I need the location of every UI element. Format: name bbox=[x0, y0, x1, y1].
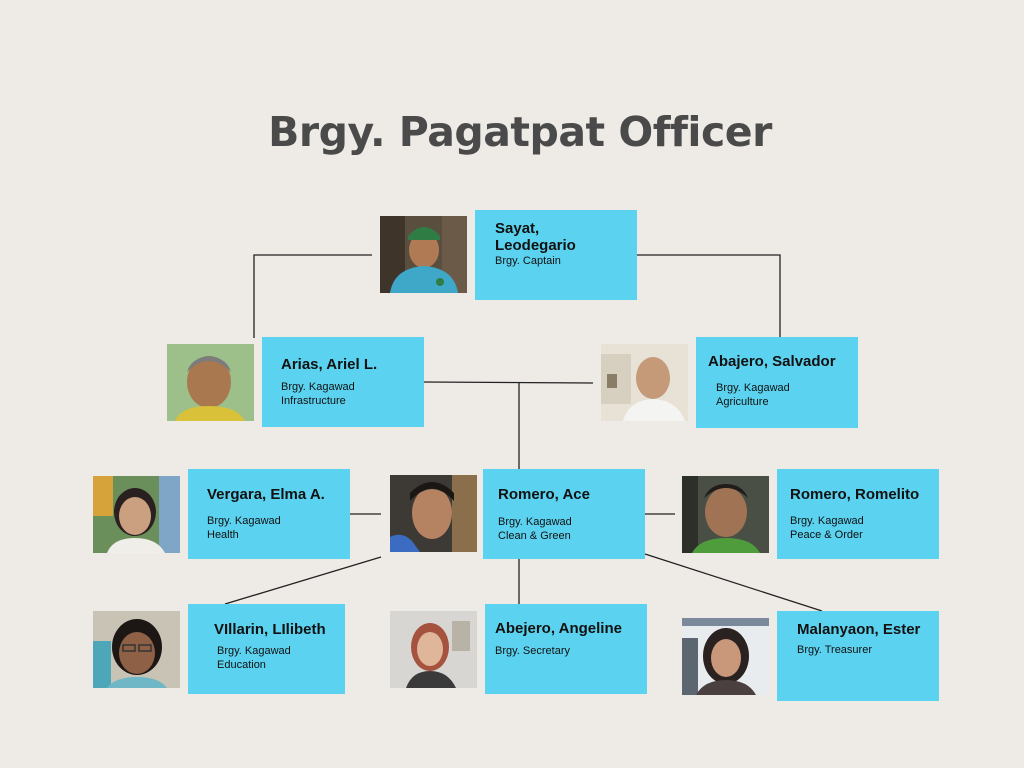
photo-ace-icon bbox=[390, 475, 477, 552]
connector-captain-right bbox=[637, 254, 781, 338]
photo-angeline-icon bbox=[390, 611, 477, 688]
connector-captain-left bbox=[253, 254, 372, 338]
chart-title: Brgy. Pagatpat Officer bbox=[268, 108, 772, 156]
avatar-ester bbox=[682, 618, 769, 695]
avatar-angeline bbox=[390, 611, 477, 688]
officer-role: Brgy. Kagawad Agriculture bbox=[716, 382, 790, 408]
officer-role: Brgy. Captain bbox=[495, 255, 561, 267]
officer-card-arias: Arias, Ariel L. Brgy. Kagawad Infrastruc… bbox=[262, 337, 424, 427]
avatar-arias bbox=[167, 344, 254, 421]
photo-vergara-icon bbox=[93, 476, 180, 553]
officer-name: Vergara, Elma A. bbox=[207, 486, 325, 503]
officer-name: Malanyaon, Ester bbox=[797, 621, 921, 638]
officer-name: VIllarin, LIlibeth bbox=[214, 621, 326, 638]
officer-role: Brgy. Secretary bbox=[495, 645, 570, 657]
avatar-captain bbox=[380, 216, 467, 293]
officer-card-villarin: VIllarin, LIlibeth Brgy. Kagawad Educati… bbox=[188, 604, 345, 694]
avatar-ace bbox=[390, 475, 477, 552]
officer-card-romelito: Romero, Romelito Brgy. Kagawad Peace & O… bbox=[777, 469, 939, 559]
officer-name: Romero, Ace bbox=[498, 486, 590, 503]
officer-card-vergara: Vergara, Elma A. Brgy. Kagawad Health bbox=[188, 469, 350, 559]
officer-role: Brgy. Kagawad Clean & Green bbox=[498, 516, 572, 542]
photo-villarin-icon bbox=[93, 611, 180, 688]
officer-name: Romero, Romelito bbox=[790, 486, 920, 503]
officer-role: Brgy. Kagawad Education bbox=[217, 645, 291, 671]
officer-card-ace: Romero, Ace Brgy. Kagawad Clean & Green bbox=[483, 469, 645, 559]
officer-name: Abejero, Angeline bbox=[495, 620, 622, 637]
officer-role: Brgy. Kagawad Peace & Order bbox=[790, 515, 864, 541]
officer-role: Brgy. Kagawad Infrastructure bbox=[281, 381, 355, 407]
avatar-villarin bbox=[93, 611, 180, 688]
photo-ester-icon bbox=[682, 618, 769, 695]
avatar-vergara bbox=[93, 476, 180, 553]
avatar-romelito bbox=[682, 476, 769, 553]
connector-row2 bbox=[423, 381, 594, 384]
photo-abajero-icon bbox=[601, 344, 688, 421]
officer-name: Sayat, Leodegario bbox=[495, 220, 576, 254]
officer-card-angeline: Abejero, Angeline Brgy. Secretary bbox=[485, 604, 647, 694]
officer-role: Brgy. Treasurer bbox=[797, 644, 872, 656]
officer-card-ester: Malanyaon, Ester Brgy. Treasurer bbox=[777, 611, 939, 701]
officer-name: Arias, Ariel L. bbox=[281, 356, 378, 373]
officer-card-captain: Sayat, Leodegario Brgy. Captain bbox=[475, 210, 637, 300]
photo-romelito-icon bbox=[682, 476, 769, 553]
officer-card-abajero: Abajero, Salvador Brgy. Kagawad Agricult… bbox=[696, 337, 858, 428]
connector-ester bbox=[644, 553, 823, 612]
officer-role: Brgy. Kagawad Health bbox=[207, 515, 281, 541]
photo-captain-icon bbox=[380, 216, 467, 293]
officer-name: Abajero, Salvador bbox=[708, 353, 836, 370]
connector-villarin bbox=[224, 556, 382, 605]
photo-arias-icon bbox=[167, 344, 254, 421]
avatar-abajero bbox=[601, 344, 688, 421]
